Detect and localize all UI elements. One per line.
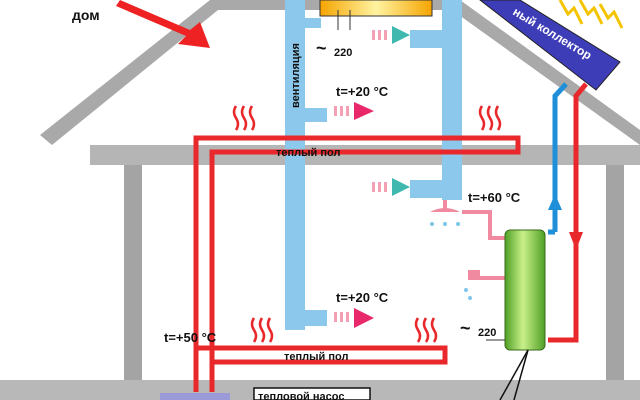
temp-floor-label: t=+50 °C xyxy=(164,330,217,345)
temp-room-top-label: t=+20 °C xyxy=(336,84,389,99)
sun-rays xyxy=(558,0,624,29)
left-wall xyxy=(124,165,142,380)
house-arrow xyxy=(116,0,210,48)
voltage-tank-tilde: ~ xyxy=(460,318,471,338)
house-label: дом xyxy=(72,7,100,23)
airflow-arrows xyxy=(334,26,410,328)
heat-waves xyxy=(232,105,502,343)
right-wall xyxy=(606,165,624,380)
shower xyxy=(430,200,460,226)
temp-boiler-label: t=+60 °C xyxy=(468,190,521,205)
temp-room-bottom-label: t=+20 °C xyxy=(336,290,389,305)
ventilation-duct xyxy=(285,0,462,330)
roof xyxy=(40,0,640,145)
pipe-arrow-up xyxy=(548,194,562,210)
pipe-arrow-down xyxy=(569,232,583,250)
warm-floor-pipes xyxy=(193,135,521,392)
ventilation-label: вентиляция xyxy=(290,43,302,108)
voltage-top-label: 220 xyxy=(334,47,352,59)
water-tap xyxy=(464,270,508,300)
heat-pump-label-box xyxy=(253,387,371,400)
attic-heater xyxy=(319,0,433,17)
hot-water-pipe xyxy=(462,210,508,240)
heat-pump-unit xyxy=(160,393,230,400)
warm-floor-bottom-label: теплый пол xyxy=(284,351,348,363)
solar-collector xyxy=(479,0,621,91)
heat-pump-label: тепловой насос xyxy=(258,391,344,400)
boiler-tank xyxy=(504,229,546,351)
warm-floor-top-label: теплый пол xyxy=(276,147,340,159)
solar-pipes xyxy=(548,82,588,343)
voltage-tank-label: 220 xyxy=(478,327,496,339)
voltage-top-tilde: ~ xyxy=(316,38,327,58)
